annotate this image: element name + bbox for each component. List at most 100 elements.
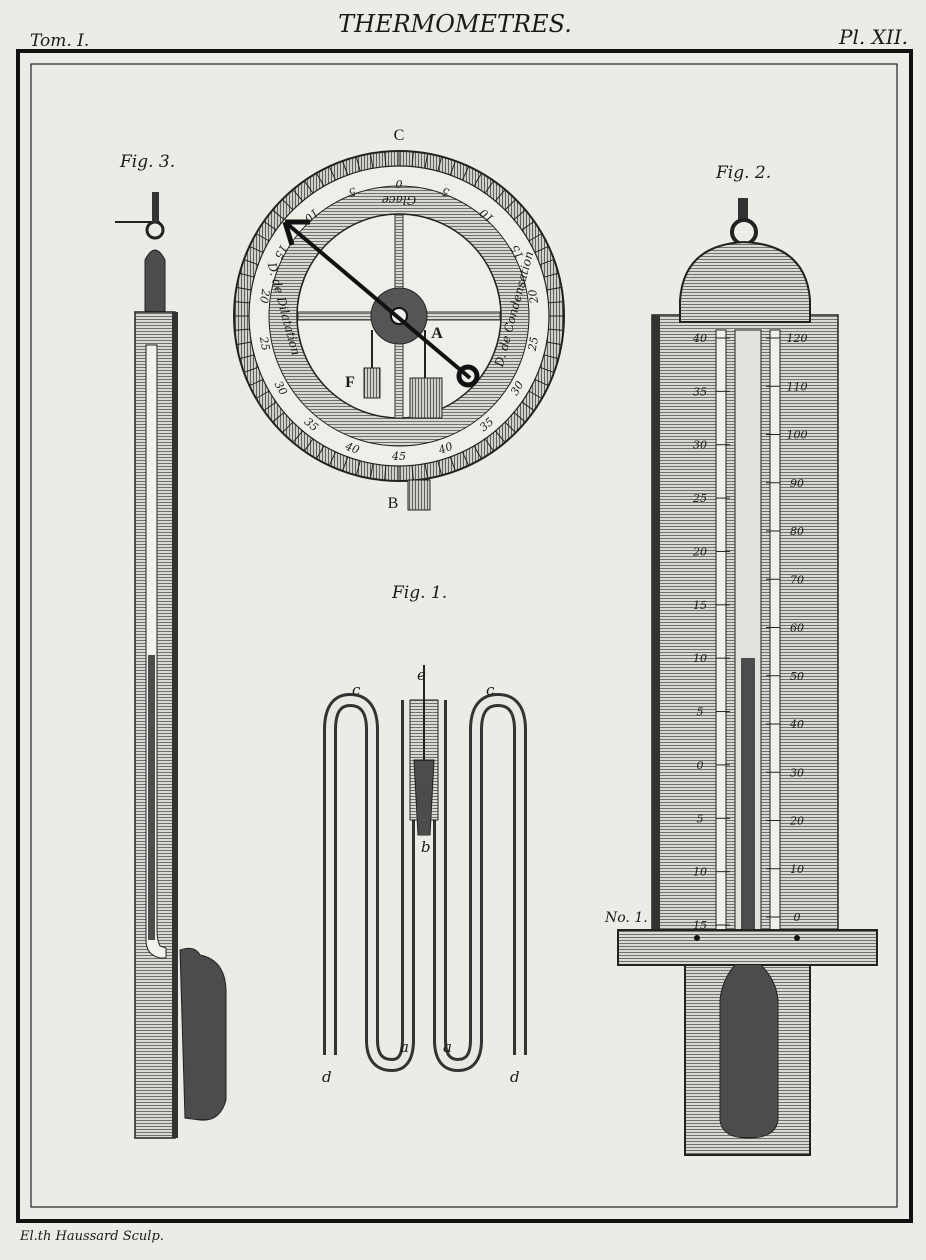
fig1-letter-a-left: a bbox=[400, 1038, 409, 1056]
left-scale-label: 0 bbox=[697, 759, 704, 772]
left-scale-label: 20 bbox=[692, 545, 707, 558]
dial-tick bbox=[328, 166, 337, 181]
right-scale-label: 110 bbox=[787, 380, 808, 393]
dial-tick bbox=[234, 301, 250, 304]
right-scale-label: 30 bbox=[790, 766, 804, 779]
dial-number-right: 25 bbox=[526, 336, 541, 353]
dial-tick bbox=[528, 233, 543, 242]
dial-label-glace: Glace bbox=[382, 193, 416, 207]
dial-tick bbox=[504, 421, 517, 434]
dial-tick bbox=[249, 378, 264, 387]
dial-tick bbox=[355, 460, 361, 476]
dial-tick bbox=[243, 366, 259, 373]
inner-frame bbox=[30, 63, 898, 1208]
dial-tick bbox=[292, 189, 303, 202]
dial-number-left: 5 bbox=[347, 184, 358, 199]
dial-number-right: 15 bbox=[508, 242, 526, 261]
left-scale-label: 10 bbox=[693, 866, 707, 879]
dial-tick bbox=[521, 401, 535, 412]
left-scale-label: 15 bbox=[693, 599, 707, 612]
fig1-letter-e: e bbox=[417, 666, 426, 684]
dial-tick bbox=[534, 378, 549, 387]
engraver-signature: El.th Haussard Sculp. bbox=[19, 1229, 164, 1244]
dial-letter-c: C bbox=[394, 127, 405, 144]
left-scale-label: 5 bbox=[697, 812, 704, 825]
dial-tick bbox=[424, 463, 429, 479]
dial-tick bbox=[437, 460, 443, 476]
fig2-label: Fig. 2. bbox=[715, 163, 771, 183]
right-scale-label: 80 bbox=[790, 525, 804, 538]
dial-tick bbox=[281, 421, 294, 434]
dial-tick bbox=[411, 465, 414, 481]
dial-number-right: 40 bbox=[436, 440, 455, 457]
dial-tick bbox=[272, 412, 285, 423]
outer-frame bbox=[16, 49, 913, 1223]
fig1-label: Fig. 1. bbox=[391, 583, 447, 603]
figure-3-thermometer: Fig. 3. bbox=[115, 152, 227, 1139]
right-scale-label: 10 bbox=[790, 863, 804, 876]
dial-tick bbox=[411, 151, 414, 167]
dial-tick bbox=[437, 156, 443, 172]
dial-tick bbox=[424, 153, 429, 169]
dial-tick bbox=[539, 366, 555, 373]
dial-tick bbox=[513, 209, 526, 220]
dial-tick bbox=[461, 451, 470, 466]
dial-tick bbox=[369, 153, 374, 169]
dial-tick bbox=[495, 430, 506, 443]
left-scale-label: 15 bbox=[693, 919, 707, 932]
dial-tick bbox=[534, 245, 549, 254]
dial-number-left: 20 bbox=[257, 287, 272, 304]
dial-letter-b: B bbox=[388, 495, 399, 512]
dial-tick bbox=[384, 465, 387, 481]
dial-letter-f: F bbox=[345, 374, 355, 391]
fig1-letter-b: b bbox=[421, 838, 431, 856]
dial-tick bbox=[546, 286, 562, 291]
dial-tick bbox=[484, 438, 495, 452]
dial-tick bbox=[239, 272, 255, 278]
dial-number-left: 0 bbox=[396, 177, 403, 190]
fig1-letter-a-right: a bbox=[443, 1038, 452, 1056]
dial-tick bbox=[249, 245, 264, 254]
dial-tick bbox=[236, 286, 252, 291]
right-scale-label: 0 bbox=[794, 911, 801, 924]
fig1-letter-c-left: c bbox=[352, 681, 361, 699]
left-scale-label: 25 bbox=[692, 492, 707, 505]
dial-tick bbox=[369, 463, 374, 479]
dial-tick bbox=[272, 209, 285, 220]
volume-label: Tom. I. bbox=[30, 31, 89, 51]
dial-tick bbox=[234, 328, 250, 331]
right-scale-label: 20 bbox=[789, 815, 804, 828]
fig1-letter-d-left: d bbox=[322, 1068, 332, 1086]
left-scale-label: 30 bbox=[693, 439, 707, 452]
dial-tick bbox=[484, 180, 495, 194]
left-scale-label: 10 bbox=[693, 652, 707, 665]
dial-tick bbox=[303, 438, 314, 452]
dial-number-left: 25 bbox=[257, 335, 272, 352]
dial-tick bbox=[384, 151, 387, 167]
dial-tick bbox=[255, 390, 270, 399]
dial-number-right: 30 bbox=[508, 379, 526, 398]
fig1-letter-d-right: d bbox=[510, 1068, 520, 1086]
dial-tick bbox=[303, 180, 314, 194]
right-scale-label: 50 bbox=[790, 670, 804, 683]
right-scale-label: 90 bbox=[790, 477, 804, 490]
dial-tick bbox=[513, 412, 526, 423]
dial-tick bbox=[239, 354, 255, 360]
dial-tick bbox=[543, 354, 559, 360]
figure-2-thermometer: Fig. 2. 40353025201510505101512011010090… bbox=[604, 163, 878, 1156]
fig1-letter-c-right: c bbox=[486, 681, 495, 699]
dial-tick bbox=[328, 451, 337, 466]
dial-tick bbox=[449, 456, 456, 472]
dial-tick bbox=[546, 341, 562, 346]
plate-title: THERMOMETRES. bbox=[338, 10, 572, 38]
right-scale-label: 120 bbox=[787, 332, 808, 345]
dial-number-left: 15 bbox=[272, 242, 290, 261]
figure-1-tube-thermometer: Fig. 1. e c c b a a d d bbox=[322, 583, 527, 1086]
right-scale-label: 70 bbox=[790, 573, 804, 586]
dial-tick bbox=[521, 220, 535, 231]
dial-tick bbox=[263, 220, 277, 231]
dial-tick bbox=[528, 390, 543, 399]
right-scale-label: 60 bbox=[790, 622, 804, 635]
